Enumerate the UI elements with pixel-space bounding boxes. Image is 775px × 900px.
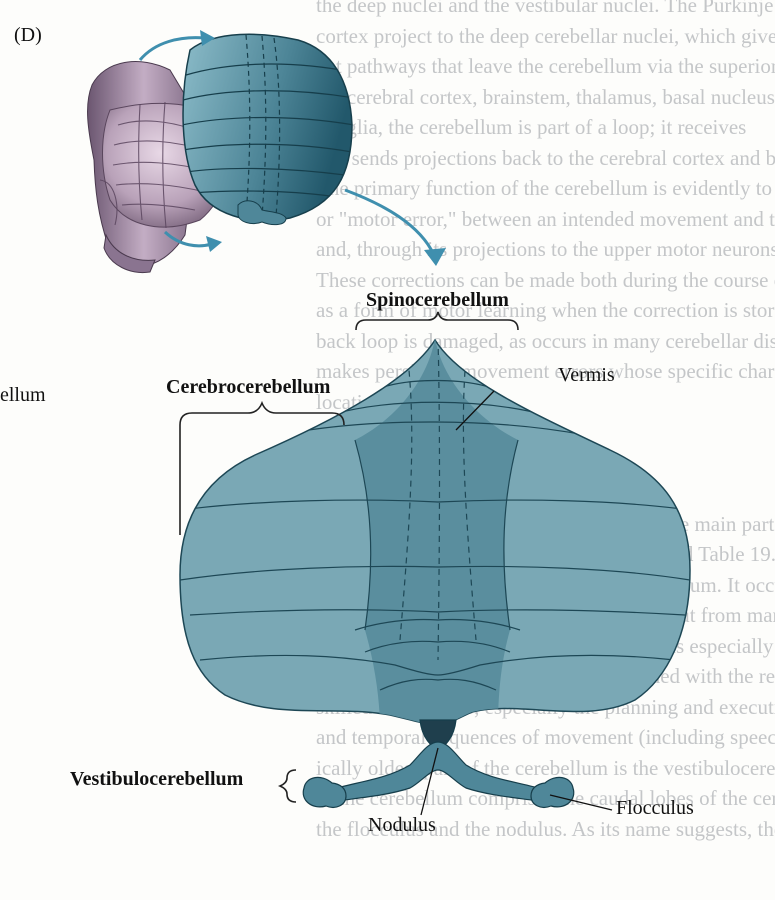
vestibulocerebellum-shape — [302, 719, 575, 808]
cerebrocerebellum-bracket — [179, 400, 345, 535]
label-vermis: Vermis — [558, 364, 615, 386]
vestibulocerebellum-bracket — [277, 769, 297, 803]
label-nodulus: Nodulus — [368, 814, 436, 836]
spinocerebellum-bracket — [355, 311, 519, 331]
label-spinocerebellum: Spinocerebellum — [366, 289, 509, 311]
arrow-head-down — [424, 248, 446, 266]
flattened-cerebellum — [179, 338, 691, 726]
leader-lines — [420, 390, 613, 816]
flocculus-right — [530, 776, 575, 808]
arrow-head-bottom — [206, 236, 222, 252]
label-vestibulocerebellum: Vestibulocerebellum — [70, 768, 244, 790]
label-flocculus: Flocculus — [616, 797, 694, 819]
cerebellum-top-view — [182, 33, 353, 226]
brackets — [179, 311, 519, 803]
arrow-head-top — [200, 30, 215, 46]
flocculus-left — [302, 776, 347, 808]
vermis-region — [355, 340, 518, 725]
label-cut-left: ellum — [0, 384, 46, 406]
flocculus-leader — [549, 794, 613, 811]
nodulus-leader — [420, 747, 439, 816]
panel-letter: (D) — [14, 24, 42, 46]
vermis-leader — [455, 390, 495, 431]
label-cerebrocerebellum: Cerebrocerebellum — [166, 376, 331, 398]
